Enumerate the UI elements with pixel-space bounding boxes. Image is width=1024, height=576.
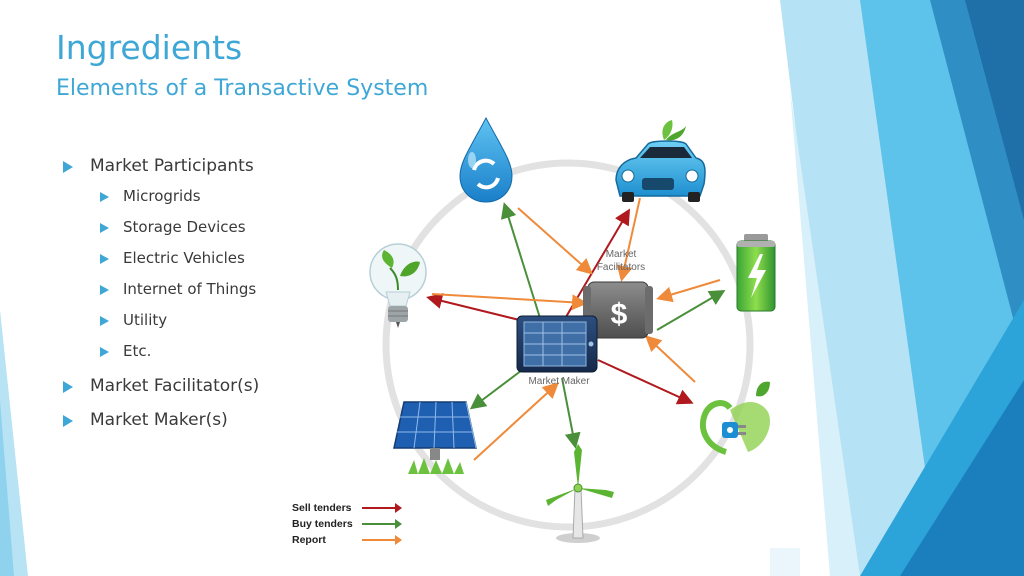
lightbulb-icon bbox=[369, 243, 427, 328]
bullet-list: Market Participants Microgrids Storage D… bbox=[58, 156, 358, 441]
report-arrow bbox=[656, 279, 721, 303]
report-arrow bbox=[431, 293, 588, 311]
bullet-electric-vehicles: Electric Vehicles bbox=[58, 249, 358, 280]
facilitators-label-line1: Market bbox=[605, 249, 637, 260]
legend-item-sell: Sell tenders bbox=[292, 500, 402, 516]
slide-subtitle: Elements of a Transactive System bbox=[56, 76, 429, 101]
buy-arrow bbox=[656, 289, 726, 331]
buy-legend-arrow-icon bbox=[362, 519, 402, 529]
bullet-arrow-icon bbox=[100, 254, 109, 264]
solar-panel-icon bbox=[393, 401, 477, 474]
legend-label: Report bbox=[292, 534, 326, 546]
legend-item-buy: Buy tenders bbox=[292, 516, 402, 532]
bullet-arrow-icon bbox=[100, 285, 109, 295]
bullet-label: Storage Devices bbox=[123, 218, 246, 236]
bullet-label: Etc. bbox=[123, 342, 152, 360]
trading-tablet-icon bbox=[516, 315, 598, 373]
electric-car-icon bbox=[615, 120, 706, 202]
bullet-microgrids: Microgrids bbox=[58, 187, 358, 218]
legend-label: Sell tenders bbox=[292, 502, 352, 514]
report-arrow bbox=[616, 197, 641, 282]
report-arrow bbox=[517, 207, 593, 275]
sell-arrow bbox=[597, 359, 694, 405]
bullet-arrow-icon bbox=[100, 192, 109, 202]
water-drop-icon bbox=[459, 116, 513, 203]
facilitators-label-line2: Facilitators bbox=[596, 262, 646, 273]
sell-legend-arrow-icon bbox=[362, 503, 402, 513]
bullet-etc: Etc. bbox=[58, 342, 358, 373]
bullet-label: Electric Vehicles bbox=[123, 249, 245, 267]
market-maker-label: Market Maker bbox=[528, 376, 590, 387]
bullet-label: Utility bbox=[123, 311, 168, 329]
report-arrow bbox=[645, 335, 696, 383]
legend-item-report: Report bbox=[292, 532, 402, 548]
bullet-market-participants: Market Participants bbox=[58, 156, 358, 187]
battery-icon bbox=[736, 234, 776, 312]
bullet-arrow-icon bbox=[100, 316, 109, 326]
bullet-label: Market Maker(s) bbox=[90, 410, 228, 430]
bullet-arrow-icon bbox=[63, 161, 73, 173]
plug-icon bbox=[699, 381, 770, 455]
bullet-internet-of-things: Internet of Things bbox=[58, 280, 358, 311]
report-arrow bbox=[473, 382, 559, 461]
slide-title: Ingredients bbox=[56, 28, 243, 67]
bullet-utility: Utility bbox=[58, 311, 358, 342]
report-legend-arrow-icon bbox=[362, 535, 402, 545]
participant-ring bbox=[382, 159, 754, 531]
bullet-arrow-icon bbox=[100, 347, 109, 357]
bullet-label: Market Participants bbox=[90, 156, 254, 176]
bullet-label: Microgrids bbox=[123, 187, 201, 205]
bullet-market-makers: Market Maker(s) bbox=[58, 410, 358, 441]
legend: Sell tenders Buy tenders Report bbox=[292, 500, 402, 548]
bullet-market-facilitators: Market Facilitator(s) bbox=[58, 376, 358, 410]
facilitators-label: Market Facilitators bbox=[588, 248, 654, 274]
wind-turbine-icon bbox=[546, 444, 614, 543]
bullet-storage-devices: Storage Devices bbox=[58, 218, 358, 249]
bullet-arrow-icon bbox=[100, 223, 109, 233]
bullet-arrow-icon bbox=[63, 415, 73, 427]
bullet-label: Market Facilitator(s) bbox=[90, 376, 260, 396]
bullet-label: Internet of Things bbox=[123, 280, 257, 298]
svg-text:$: $ bbox=[611, 298, 628, 331]
legend-label: Buy tenders bbox=[292, 518, 353, 530]
bullet-arrow-icon bbox=[63, 381, 73, 393]
buy-arrow bbox=[561, 377, 581, 449]
